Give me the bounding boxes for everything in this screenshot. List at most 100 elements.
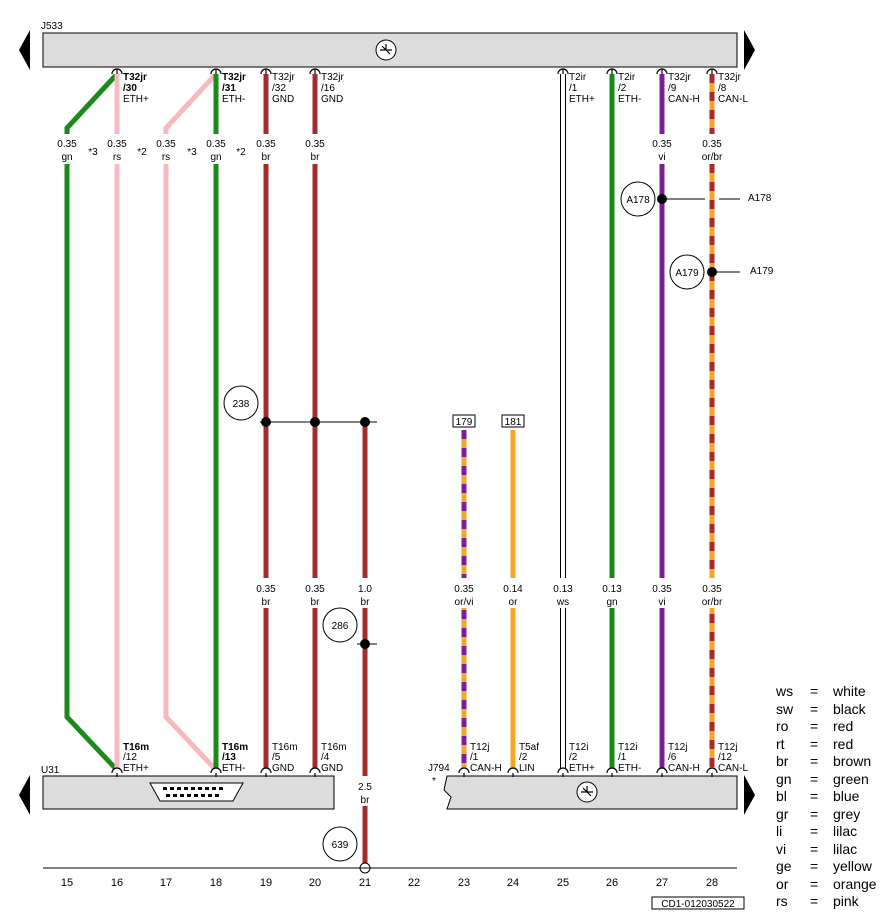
pin-signal: ETH- bbox=[618, 763, 641, 774]
wire-17-rs[interactable] bbox=[163, 72, 218, 772]
component-u31[interactable] bbox=[19, 775, 335, 815]
column-number: 17 bbox=[160, 877, 172, 889]
legend-name: red bbox=[833, 736, 853, 752]
reference-label: 286 bbox=[332, 621, 349, 632]
wire-15-gn[interactable] bbox=[64, 72, 119, 772]
component-j533[interactable] bbox=[19, 30, 755, 70]
pin-signal: CAN-L bbox=[718, 763, 748, 774]
pin-label: T16m bbox=[321, 742, 347, 753]
reference-a178[interactable]: A178 bbox=[620, 181, 656, 217]
pin-signal: GND bbox=[321, 94, 343, 105]
column-number: 27 bbox=[656, 877, 668, 889]
wire-note: *2 bbox=[137, 147, 147, 158]
component-label-u31: U31 bbox=[41, 765, 60, 776]
wire-color: br bbox=[311, 152, 321, 163]
pin-signal: ETH+ bbox=[123, 763, 149, 774]
legend-eq: = bbox=[810, 841, 818, 857]
wire-color: vi bbox=[658, 597, 665, 608]
pin-signal: CAN-H bbox=[668, 94, 700, 105]
track-ref-181[interactable]: 181 bbox=[501, 414, 525, 428]
reference-label: 639 bbox=[332, 840, 349, 851]
legend-eq: = bbox=[810, 823, 818, 839]
column-number: 21 bbox=[359, 877, 371, 889]
pin-number: /4 bbox=[321, 752, 330, 763]
legend-code: ge bbox=[776, 858, 792, 874]
legend-eq: = bbox=[810, 683, 818, 699]
reference-a179[interactable]: A179 bbox=[669, 254, 705, 290]
legend-name: green bbox=[833, 771, 869, 787]
wire-size: 0.35 bbox=[702, 584, 722, 595]
wire-size: 2.5 bbox=[358, 782, 372, 793]
column-number: 25 bbox=[557, 877, 569, 889]
pin-signal: GND bbox=[272, 763, 294, 774]
pin-number: /13 bbox=[222, 752, 236, 763]
legend-name: blue bbox=[833, 788, 860, 804]
wire-color: gn bbox=[606, 597, 617, 608]
legend-name: white bbox=[832, 683, 866, 699]
wire-note: *2 bbox=[236, 147, 246, 158]
pin-number: /12 bbox=[123, 752, 137, 763]
splice-label-a179: A179 bbox=[750, 266, 774, 277]
column-number: 18 bbox=[210, 877, 222, 889]
wire-color: or/br bbox=[702, 597, 723, 608]
pin-label: T32jr bbox=[123, 72, 147, 83]
reference-639[interactable]: 639 bbox=[322, 826, 358, 862]
column-number: 24 bbox=[507, 877, 519, 889]
color-legend: ws = white sw = black ro = red rt = red … bbox=[775, 683, 877, 909]
mid-wire-labels: 0.35 br 0.35 br 1.0 br 0.35 or/vi 0.14 o… bbox=[256, 584, 723, 806]
legend-code: or bbox=[776, 876, 789, 892]
legend-code: rs bbox=[776, 893, 788, 909]
column-numbers: 15 16 17 18 19 20 21 22 23 24 25 26 27 2… bbox=[61, 877, 718, 889]
wire-color: or bbox=[509, 597, 519, 608]
wire-note: *3 bbox=[88, 147, 98, 158]
pin-number: /12 bbox=[718, 752, 732, 763]
wire-color: br bbox=[262, 152, 272, 163]
arrow-left-icon bbox=[19, 775, 30, 815]
top-connector-caps bbox=[111, 68, 718, 75]
pin-signal: GND bbox=[321, 763, 343, 774]
reference-238[interactable]: 238 bbox=[223, 385, 259, 421]
pin-signal: ETH+ bbox=[569, 763, 595, 774]
column-number: 20 bbox=[309, 877, 321, 889]
pin-signal: ETH+ bbox=[123, 94, 149, 105]
reference-label: 238 bbox=[233, 399, 250, 410]
pin-number: /1 bbox=[470, 752, 479, 763]
pin-signal: ETH- bbox=[222, 763, 245, 774]
wire-color: rs bbox=[113, 152, 121, 163]
pin-signal: CAN-H bbox=[470, 763, 502, 774]
wire-color: br bbox=[361, 795, 371, 806]
pin-number: /2 bbox=[519, 752, 528, 763]
pin-label: T32jr bbox=[321, 72, 344, 83]
legend-name: lilac bbox=[833, 841, 857, 857]
reference-286[interactable]: 286 bbox=[322, 607, 358, 643]
wire-size: 0.35 bbox=[107, 139, 127, 150]
legend-name: red bbox=[833, 718, 853, 734]
pin-number: /30 bbox=[123, 83, 137, 94]
junctions bbox=[260, 194, 740, 874]
wire-size: 1.0 bbox=[358, 584, 372, 595]
legend-code: rt bbox=[776, 736, 785, 752]
pin-number: /2 bbox=[618, 83, 627, 94]
wire-color: br bbox=[262, 597, 272, 608]
pin-label: T16m bbox=[222, 742, 248, 753]
column-number: 15 bbox=[61, 877, 73, 889]
track-ref-179[interactable]: 179 bbox=[452, 414, 476, 428]
wire-size: 0.35 bbox=[206, 139, 226, 150]
column-number: 22 bbox=[408, 877, 420, 889]
legend-code: li bbox=[776, 823, 782, 839]
pin-signal: ETH- bbox=[618, 94, 641, 105]
pin-number: /1 bbox=[618, 752, 627, 763]
component-j794[interactable] bbox=[443, 775, 755, 815]
pin-signal: CAN-H bbox=[668, 763, 700, 774]
pin-label: T32jr bbox=[668, 72, 691, 83]
pin-number: /8 bbox=[718, 83, 727, 94]
wire-color: gn bbox=[210, 152, 221, 163]
pin-label: T32jr bbox=[718, 72, 741, 83]
pin-label: T12i bbox=[569, 742, 588, 753]
wire-size: 0.35 bbox=[652, 584, 672, 595]
wire-color: or/vi bbox=[455, 597, 474, 608]
pin-signal: GND bbox=[272, 94, 294, 105]
bottom-connector-caps bbox=[111, 767, 718, 777]
wire-size: 0.35 bbox=[454, 584, 474, 595]
component-note-j794: * bbox=[432, 776, 436, 787]
